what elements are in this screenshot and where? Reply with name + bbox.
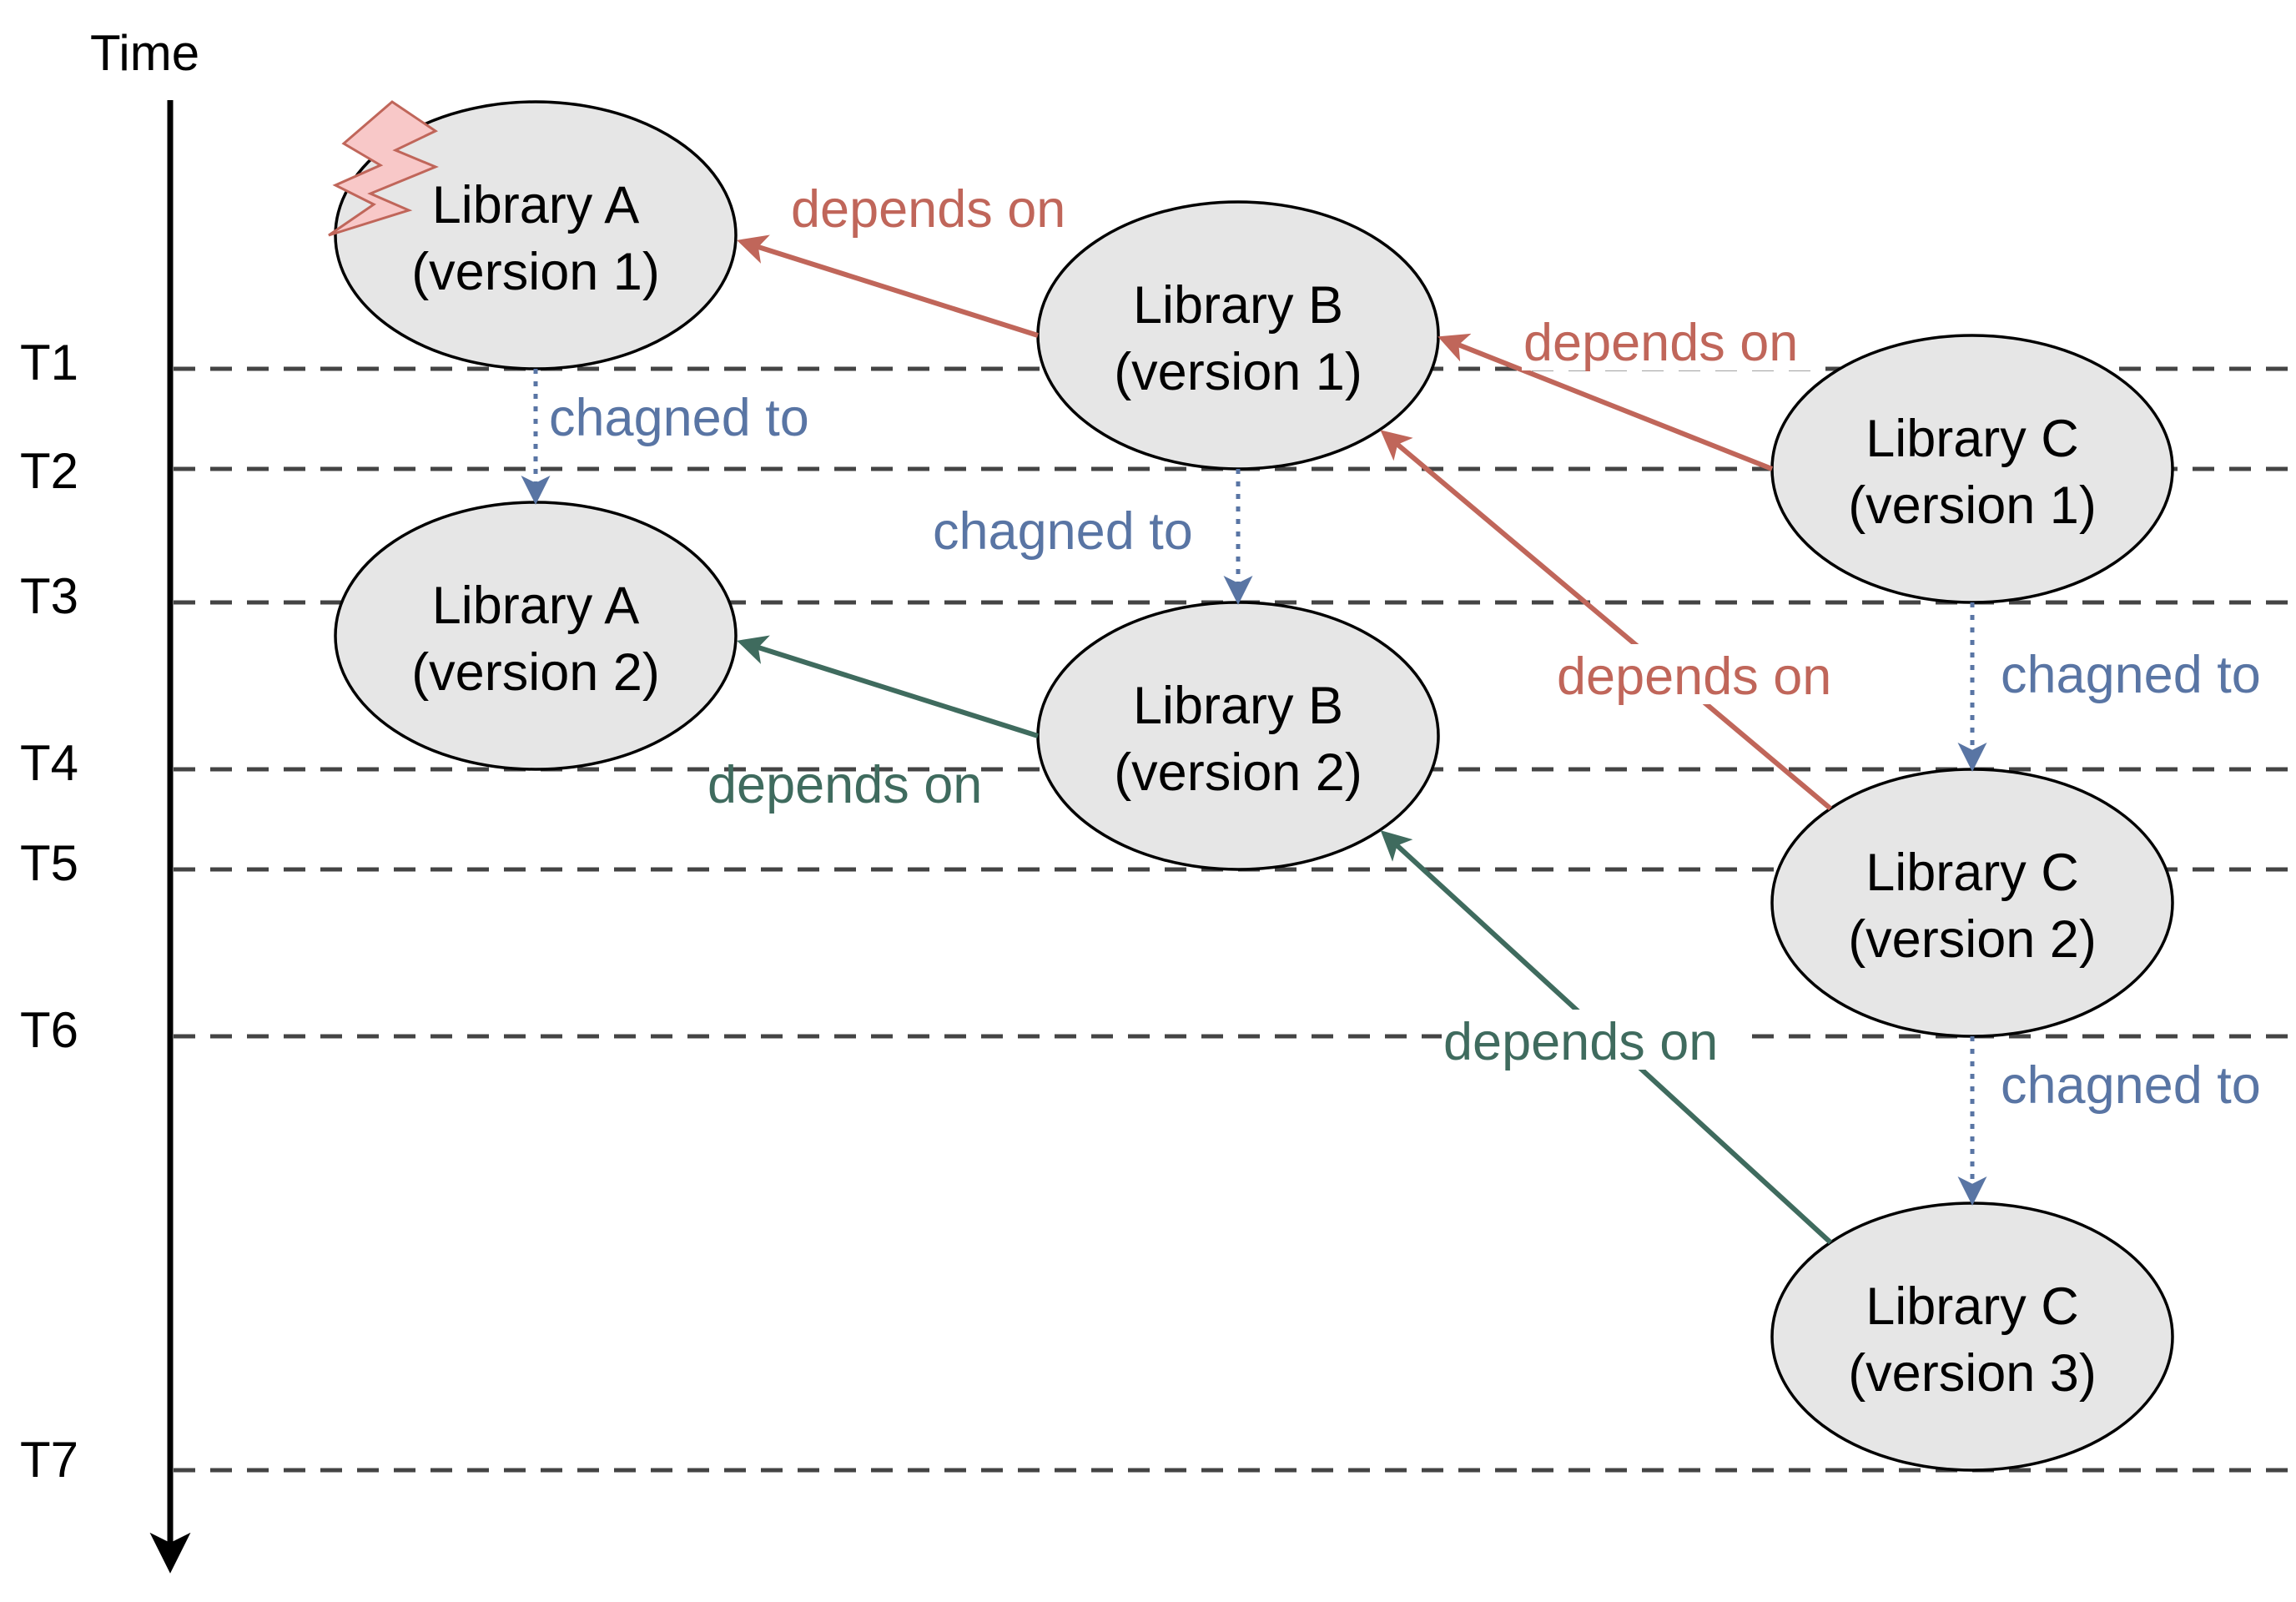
time-axis-title: Time [90,25,199,81]
label-c3-depends-b2: depends on [1443,1013,1718,1071]
time-ticks: T1 T2 T3 T4 T5 T6 T7 [20,335,78,1488]
label-c2-changed-c3: chagned to [2001,1056,2261,1115]
edge-label-backgrounds [1442,310,1852,1070]
label-bg-c3-b2 [1442,1010,1739,1070]
edge-b1-depends-a1 [737,234,1039,338]
time-axis: Time [90,25,199,1574]
library-c-v1-node[interactable]: Library C (version 1) [1770,334,2174,604]
tick-t1: T1 [20,335,78,390]
library-c-v1-ellipse [1770,334,2174,604]
library-a-v2-name: Library A [432,577,640,635]
edge-labels: depends on depends on depends on depends… [549,180,2261,1115]
label-c2-depends-b1: depends on [1557,647,1831,706]
label-c1-depends-b1: depends on [1523,314,1798,372]
label-a1-changed-a2: chagned to [549,389,809,447]
library-c-v3-name: Library C [1866,1277,2079,1336]
tick-t4: T4 [20,735,78,791]
label-b1-changed-b2: chagned to [933,502,1193,561]
label-b1-depends-a1: depends on [791,180,1065,239]
library-c-v2-ellipse [1770,768,2174,1038]
edge-c1-depends-b1 [1438,333,1774,471]
library-c-v2-node[interactable]: Library C (version 2) [1770,768,2174,1038]
change-edges [521,369,1987,1206]
library-b-v2-version: (version 2) [1114,743,1362,802]
library-b-v1-ellipse [1036,200,1440,471]
label-bg-c2-b1 [1555,644,1852,704]
library-a-v2-ellipse [334,501,738,771]
library-b-v2-ellipse [1036,601,1440,871]
library-a-v1-node[interactable]: Library A (version 1) [334,100,738,370]
edge-c2-depends-b1 [1380,430,1832,811]
tick-t5: T5 [20,835,78,891]
tick-t6: T6 [20,1002,78,1058]
library-b-v2-node[interactable]: Library B (version 2) [1036,601,1440,871]
label-bg-c1-b1 [1522,310,1819,370]
library-a-v1-name: Library A [432,176,640,234]
library-c-v3-version: (version 3) [1848,1344,2097,1403]
label-c1-changed-c2: chagned to [2001,646,2261,704]
library-c-v1-name: Library C [1866,410,2079,468]
library-a-v2-version: (version 2) [411,643,660,702]
edge-b2-depends-a2 [737,635,1039,738]
old-dependency-edges [737,234,1832,811]
label-b2-depends-a2: depends on [707,756,982,814]
library-b-v1-version: (version 1) [1114,343,1362,401]
library-a-v2-node[interactable]: Library A (version 2) [334,501,738,771]
library-c-v3-node[interactable]: Library C (version 3) [1770,1202,2174,1472]
library-b-v1-node[interactable]: Library B (version 1) [1036,200,1440,471]
library-b-v2-name: Library B [1133,677,1343,735]
tick-t7: T7 [20,1432,78,1488]
library-c-v2-name: Library C [1866,844,2079,902]
library-c-v3-ellipse [1770,1202,2174,1472]
lightning-icon [328,100,439,237]
library-b-v1-name: Library B [1133,276,1343,335]
tick-t3: T3 [20,568,78,624]
library-c-v2-version: (version 2) [1848,910,2097,969]
tick-t2: T2 [20,443,78,499]
library-c-v1-version: (version 1) [1848,476,2097,535]
library-a-v1-version: (version 1) [411,243,660,301]
